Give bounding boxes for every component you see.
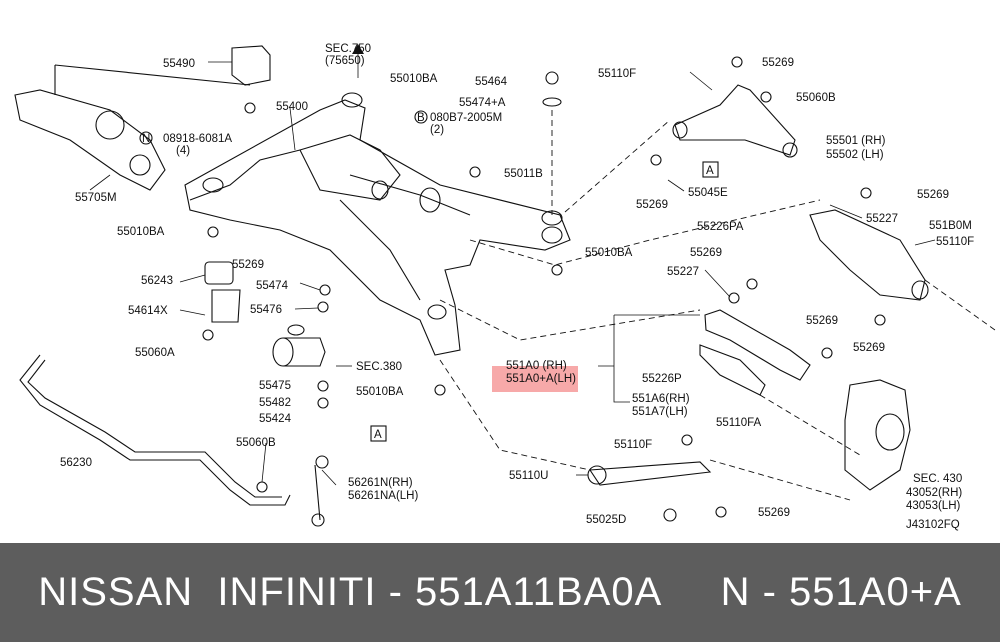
part-label: 55482	[259, 397, 291, 409]
part-label: 55110F	[936, 236, 974, 248]
part-label: 55010BA	[585, 247, 633, 259]
part-label: 55110U	[509, 470, 548, 482]
diagram-drawing	[14, 45, 929, 527]
upper-arm	[674, 84, 796, 156]
part-label: 43052(RH)	[906, 487, 962, 499]
bracket-55490	[231, 45, 271, 86]
part-label: 55269	[853, 342, 885, 354]
part-label: 55025D	[586, 514, 626, 526]
part-label: 56243	[141, 275, 173, 287]
part-label: 55269	[758, 507, 790, 519]
part-label: (2)	[430, 124, 444, 136]
part-label: 551A0+A(LH)	[506, 373, 576, 385]
footer-bar: NISSAN INFINITI - 551A11BA0A N - 551A0+A	[0, 543, 1000, 642]
part-label: 080B7-2005M	[430, 112, 502, 124]
part-label: 55269	[806, 315, 838, 327]
part-label: 55490	[163, 58, 195, 70]
part-label: 55475	[259, 380, 291, 392]
part-number-caption: NISSAN INFINITI - 551A11BA0A N - 551A0+A	[38, 570, 962, 614]
stabilizer-bar	[19, 354, 291, 506]
part-label: 55705M	[75, 192, 117, 204]
part-label: (75650)	[325, 55, 365, 67]
part-label: 55110F	[598, 68, 636, 80]
part-label: 55226P	[642, 373, 682, 385]
part-label: 55269	[917, 189, 949, 201]
leader-lines	[89, 45, 936, 486]
part-label: 55110FA	[716, 417, 762, 429]
part-label: 55011B	[504, 168, 543, 180]
highlight-box	[492, 366, 578, 392]
ref-mark-b: B	[417, 112, 425, 124]
part-label: 55269	[690, 247, 722, 259]
arrow-up-icon	[352, 44, 364, 54]
part-label: A	[374, 429, 382, 441]
knuckle	[844, 379, 911, 491]
subframe	[184, 99, 571, 356]
part-label: 55060B	[236, 437, 276, 449]
part-label: A	[706, 165, 714, 177]
part-label: 55060A	[135, 347, 175, 359]
part-label: J43102FQ	[906, 519, 960, 531]
rod-55110U	[589, 461, 712, 486]
part-label: 43053(LH)	[906, 500, 961, 512]
part-label: 55010BA	[117, 226, 165, 238]
part-label: 55400	[276, 101, 308, 113]
part-label: 55464	[475, 76, 508, 88]
motor-assembly	[14, 89, 166, 191]
part-label: 55474+A	[459, 97, 506, 109]
part-label: 55010BA	[356, 386, 404, 398]
part-label: 55502 (LH)	[826, 149, 884, 161]
part-label: 55501 (RH)	[826, 135, 886, 147]
part-label: 56261N(RH)	[348, 477, 413, 489]
part-label: 55269	[762, 57, 794, 69]
part-label: 08918-6081A	[163, 133, 232, 145]
guide-lines	[54, 65, 996, 501]
part-label: 55227	[667, 266, 699, 278]
part-label: 551A0 (RH)	[506, 360, 567, 372]
part-label: (4)	[176, 145, 190, 157]
part-label: 55010BA	[390, 73, 438, 85]
part-label: SEC. 430	[913, 473, 962, 485]
part-label: 55474	[256, 280, 289, 292]
part-label: SEC.750	[325, 43, 371, 55]
part-label: 55226PA	[697, 221, 744, 233]
part-label: 551A6(RH)	[632, 393, 690, 405]
part-label: 551A7(LH)	[632, 406, 688, 418]
part-label: 551B0M	[929, 220, 972, 232]
part-label: 55060B	[796, 92, 836, 104]
lower-arm	[809, 209, 926, 301]
part-label: SEC.380	[356, 361, 402, 373]
part-labels: 55490 55400 55010BA SEC.750 (75650) 5546…	[60, 43, 974, 531]
part-label: 55476	[250, 304, 282, 316]
part-label: 56261NA(LH)	[348, 490, 418, 502]
part-label: 55269	[232, 259, 264, 271]
part-label: 54614X	[128, 305, 168, 317]
part-label: 55110F	[614, 439, 652, 451]
ref-mark-n: N	[142, 133, 150, 145]
part-label: 55227	[866, 213, 898, 225]
part-label: 55424	[259, 413, 292, 425]
part-label: 55045E	[688, 187, 728, 199]
part-label: 56230	[60, 457, 92, 469]
link-551A0	[704, 309, 811, 381]
parts-diagram: 55490 55400 55010BA SEC.750 (75650) 5546…	[14, 43, 996, 531]
part-label: 55269	[636, 199, 668, 211]
